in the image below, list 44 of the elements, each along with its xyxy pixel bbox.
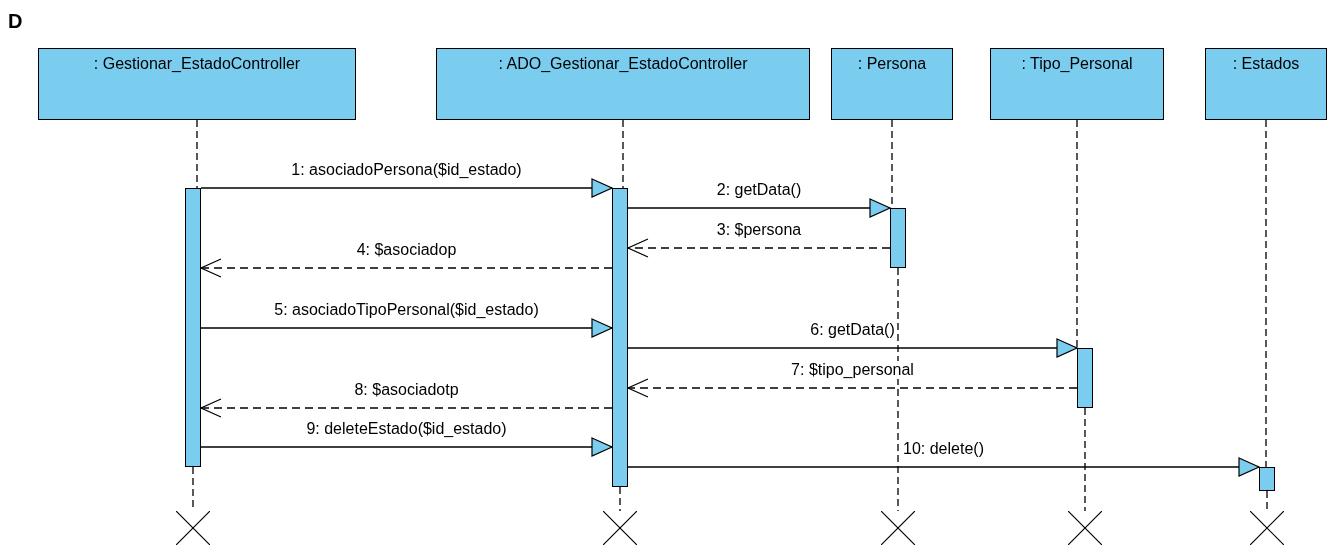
lifeline-head: : Tipo_Personal xyxy=(990,48,1164,120)
activation-bar xyxy=(1077,348,1093,408)
lifeline xyxy=(196,119,198,189)
return-arrow xyxy=(627,378,1078,398)
diagram-title: D xyxy=(8,10,23,33)
message-label: 9: deleteEstado($id_estado) xyxy=(304,420,509,438)
activation-bar xyxy=(612,188,628,487)
activation-bar xyxy=(890,208,906,268)
destruction-mark xyxy=(176,511,210,545)
destruction-mark xyxy=(1068,511,1102,545)
message-label: 1: asociadoPersona($id_estado) xyxy=(289,161,524,179)
activation-bar xyxy=(185,188,201,467)
lifeline xyxy=(1265,119,1267,468)
message-label: 8: $asociadotp xyxy=(352,381,461,399)
message-arrow xyxy=(200,178,613,198)
message-arrow xyxy=(200,318,613,338)
lifeline xyxy=(1076,119,1078,349)
destruction-mark xyxy=(881,511,915,545)
lifeline xyxy=(1266,490,1268,512)
lifeline-head: : Estados xyxy=(1205,48,1327,120)
message-label: 5: asociadoTipoPersonal($id_estado) xyxy=(272,301,541,319)
return-arrow xyxy=(200,398,613,418)
activation-bar xyxy=(1259,467,1275,491)
message-label: 2: getData() xyxy=(714,181,804,199)
message-label: 4: $asociadop xyxy=(354,241,459,259)
return-arrow xyxy=(627,238,891,258)
return-arrow xyxy=(200,258,613,278)
lifeline xyxy=(1084,407,1086,512)
message-arrow xyxy=(200,437,613,457)
message-label: 7: $tipo_personal xyxy=(789,361,916,379)
lifeline-head: : Gestionar_EstadoController xyxy=(38,48,356,120)
destruction-mark xyxy=(603,511,637,545)
message-arrow xyxy=(627,198,891,218)
lifeline xyxy=(897,267,899,512)
message-label: 10: delete() xyxy=(901,440,986,458)
message-arrow xyxy=(627,457,1260,477)
message-label: 3: $persona xyxy=(714,221,804,239)
lifeline xyxy=(619,486,621,512)
lifeline-head: : Persona xyxy=(831,48,953,120)
message-arrow xyxy=(627,338,1078,358)
message-label: 6: getData() xyxy=(808,321,897,339)
lifeline xyxy=(622,119,624,189)
lifeline-head: : ADO_Gestionar_EstadoController xyxy=(436,48,810,120)
destruction-mark xyxy=(1250,511,1284,545)
